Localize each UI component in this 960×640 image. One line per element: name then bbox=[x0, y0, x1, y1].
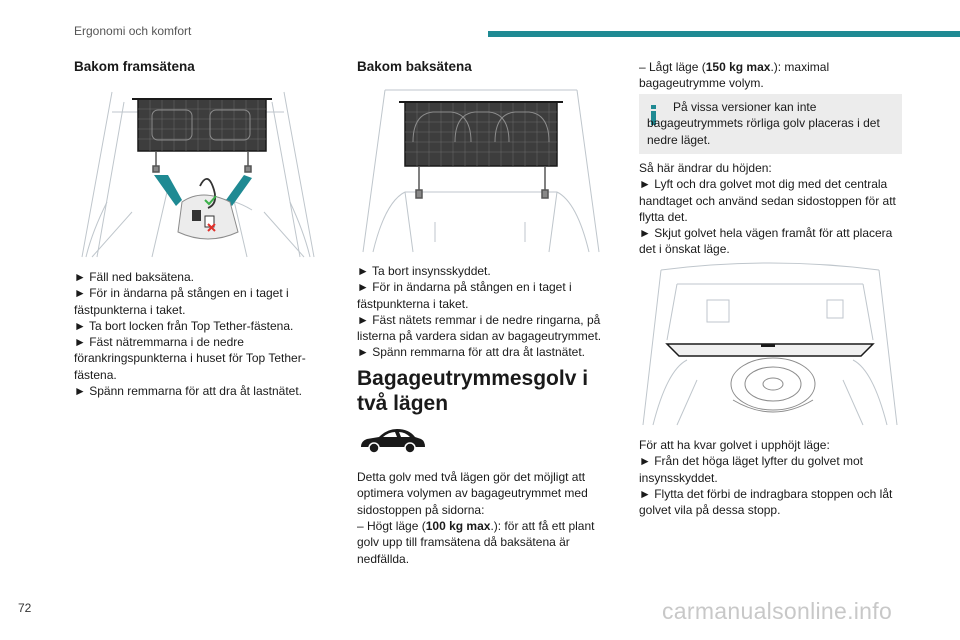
info-box: På vissa versioner kan inte bagageutrymm… bbox=[639, 94, 902, 154]
low-weight: 150 kg max bbox=[705, 60, 771, 74]
steps-behind-front-seats: ► Fäll ned baksätena. ► För in ändarna p… bbox=[74, 269, 324, 399]
low-position-text: – Lågt läge (150 kg max.): maximal bagag… bbox=[639, 59, 904, 92]
info-text: På vissa versioner kan inte bagageutrymm… bbox=[647, 100, 880, 147]
title-behind-front-seats: Bakom framsätena bbox=[74, 59, 195, 74]
floor-intro-text: Detta golv med två lägen gör det möjligt… bbox=[357, 470, 588, 517]
header-accent-bar bbox=[488, 31, 960, 37]
step-text: ► Skjut golvet hela vägen framåt för att… bbox=[639, 226, 893, 257]
page-number: 72 bbox=[18, 601, 32, 615]
step-text: ► Fäst nätets remmar i de nedre ringarna… bbox=[357, 312, 602, 344]
low-suffix: .): maximal bagageutrymme volym. bbox=[639, 60, 830, 91]
step-text: ► Spänn remmarna för att dra åt lastnäte… bbox=[74, 384, 302, 399]
high-weight: 100 kg max bbox=[425, 519, 491, 533]
step-text: För att ha kvar golvet i upphöjt läge: bbox=[639, 438, 830, 452]
step-text: ► Flytta det förbi de indragbara stoppen… bbox=[639, 486, 893, 518]
step-text: Så här ändrar du höjden: bbox=[639, 161, 772, 175]
title-behind-rear-seats: Bakom baksätena bbox=[357, 59, 472, 74]
net-behind-rear-seats-illustration bbox=[362, 89, 600, 253]
high-suffix: .): för att få ett plant golv upp till f… bbox=[357, 519, 595, 566]
heading-two-position-floor: Bagageutrymmesgolv i två lägen bbox=[357, 367, 589, 415]
step-text: ► Spänn remmarna för att dra åt lastnäte… bbox=[357, 345, 585, 360]
step-text: ► För in ändarna på stången en i taget i… bbox=[357, 280, 572, 311]
suv-car-icon bbox=[361, 429, 425, 454]
watermark: carmanualsonline.info bbox=[662, 598, 893, 624]
trunk-floor-illustration bbox=[642, 262, 898, 426]
step-text: ► Ta bort insynsskyddet. bbox=[357, 264, 491, 278]
step-text: ► Från det höga läget lyfter du golvet m… bbox=[639, 454, 863, 485]
high-prefix: – Högt läge ( bbox=[357, 519, 426, 533]
steps-behind-rear-seats: ► Ta bort insynsskyddet. ► För in ändarn… bbox=[357, 263, 609, 361]
high-position-text: – Högt läge (100 kg max.): för att få et… bbox=[357, 518, 609, 567]
step-text: ► Lyft och dra golvet mot dig med det ce… bbox=[639, 177, 896, 224]
info-icon bbox=[651, 105, 656, 125]
change-height-steps: Så här ändrar du höjden: ► Lyft och dra … bbox=[639, 160, 904, 258]
step-text: ► För in ändarna på stången en i taget i… bbox=[74, 286, 289, 317]
section-header: Ergonomi och komfort bbox=[74, 24, 192, 38]
keep-raised-steps: För att ha kvar golvet i upphöjt läge: ►… bbox=[639, 437, 904, 518]
low-prefix: – Lågt läge ( bbox=[639, 60, 706, 74]
net-behind-front-seats-illustration bbox=[81, 91, 315, 258]
step-text: ► Fäst nätremmarna i de nedre förankring… bbox=[74, 335, 306, 382]
step-text: ► Fäll ned baksätena. bbox=[74, 270, 194, 284]
step-text: ► Ta bort locken från Top Tether-fästena… bbox=[74, 318, 294, 333]
